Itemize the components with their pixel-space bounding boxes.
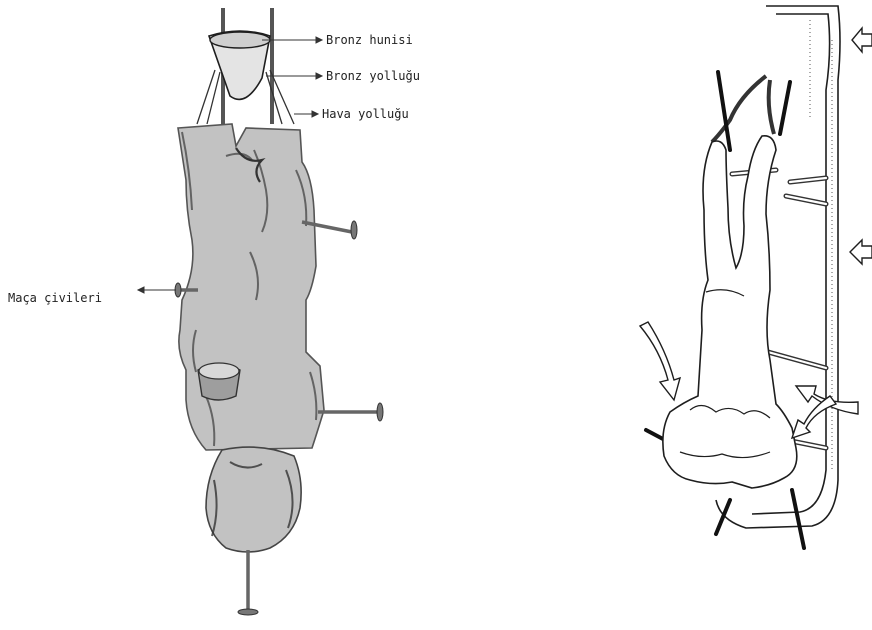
core-pin-bottom [238,550,258,615]
bronze-funnel-rim [210,32,270,48]
flow-arrow-icon [792,396,836,438]
mould-figure-outline [663,136,797,488]
mould-upper-runner-right [769,80,774,134]
label-air-vent: Hava yolluğu [322,107,409,121]
flow-arrow-icon [640,322,680,400]
left-casting-figure: Bronz hunisi Bronz yolluğu Hava yolluğu … [8,8,420,615]
casting-body [178,124,324,450]
label-bronze-runner: Bronz yolluğu [326,69,420,83]
label-bronze-funnel: Bronz hunisi [326,33,413,47]
flow-arrow-icon [850,240,872,264]
flow-arrow-icon [852,28,872,52]
casting-head [206,447,301,552]
label-core-pins: Maça çivileri [8,291,102,305]
core-pin-lower-right [318,403,383,421]
casting-side-stub-top [199,363,239,379]
right-mould-figure [640,6,872,548]
